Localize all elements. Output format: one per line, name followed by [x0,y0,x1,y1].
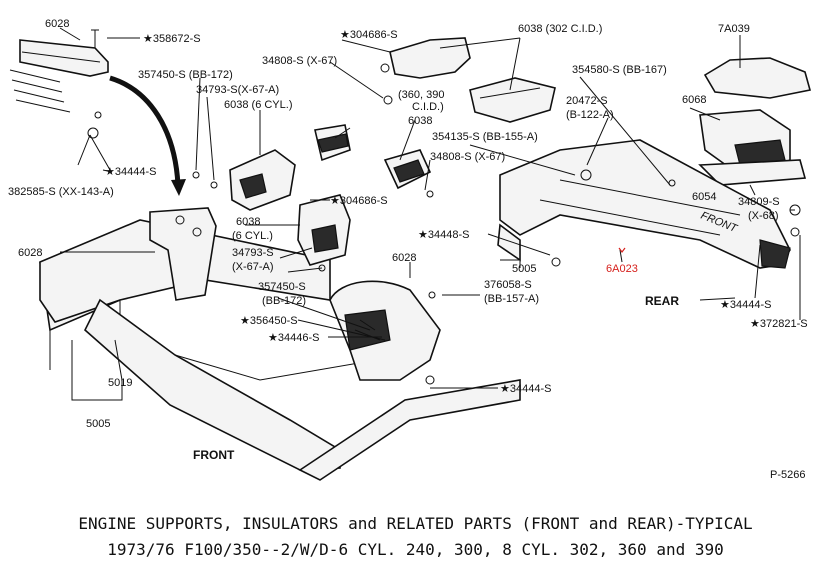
frame-drawing [9,27,812,481]
label-356450-s: ★356450-S [240,315,298,327]
label-bb-157-a: (BB-157-A) [484,293,539,305]
exploded-parts-diagram: 6028 ★358672-S ★304686-S 6038 (302 C.I.D… [8,18,812,481]
label-6a023: 6A023 [606,263,638,275]
label-6038-mid: 6038 [408,115,432,127]
label-34444-s-right: ★34444-S [720,299,771,311]
label-5005-right: 5005 [512,263,536,275]
label-372821-s: ★372821-S [750,318,808,330]
label-382585-s: 382585-S (XX-143-A) [8,186,114,198]
label-6038-6cyl-a: 6038 [236,216,260,228]
label-304686-s-mid: ★304686-S [330,195,388,207]
direction-arrow [109,75,181,186]
label-34808-s-top: 34808-S (X-67) [262,55,337,67]
label-x-68: (X-68) [748,210,779,222]
label-34448-s: ★34448-S [418,229,469,241]
label-b-122-a: (B-122-A) [566,109,614,121]
label-6028-left: 6028 [18,247,42,259]
label-6028-top: 6028 [45,18,69,30]
label-358672-s: ★358672-S [143,33,201,45]
label-34444-s-left: ★34444-S [105,166,156,178]
label-6054: 6054 [692,191,716,203]
label-357450-s-mid: 357450-S [258,281,306,293]
label-6038-6cyl-top: 6038 (6 CYL.) [224,99,292,111]
label-5005-bottom: 5005 [86,418,110,430]
label-376058-s: 376058-S [484,279,532,291]
label-360-390-b: C.I.D.) [412,101,444,113]
label-354135-s: 354135-S (BB-155-A) [432,131,538,143]
label-34446-s: ★34446-S [268,332,319,344]
label-360-390-a: (360, 390 [398,89,444,101]
label-5019: 5019 [108,377,132,389]
label-357450-s-top: 357450-S (BB-172) [138,69,233,81]
label-304686-s-top: ★304686-S [340,29,398,41]
label-34808-s-mid: 34808-S (X-67) [430,151,505,163]
label-bb-172-mid: (BB-172) [262,295,306,307]
label-front: FRONT [193,448,235,462]
label-rear: REAR [645,294,679,308]
label-p-5266: P-5266 [770,469,805,481]
label-34793-s-mid: 34793-S [232,247,274,259]
label-34793-s-top: 34793-S(X-67-A) [196,84,279,96]
label-7a039: 7A039 [718,23,750,35]
label-34444-s-bottom: ★34444-S [500,383,551,395]
label-x-67-a-mid: (X-67-A) [232,261,274,273]
caption-line-1: ENGINE SUPPORTS, INSULATORS and RELATED … [78,514,753,533]
label-6068: 6068 [682,94,706,106]
label-6038-302-cid: 6038 (302 C.I.D.) [518,23,602,35]
label-354580-s: 354580-S (BB-167) [572,64,667,76]
label-6038-6cyl-b: (6 CYL.) [232,230,273,242]
caption-line-2: 1973/76 F100/350--2/W/D-6 CYL. 240, 300,… [107,540,724,559]
label-34809-s: 34809-S [738,196,780,208]
label-20472-s: 20472-S [566,95,608,107]
label-6028-mid: 6028 [392,252,416,264]
